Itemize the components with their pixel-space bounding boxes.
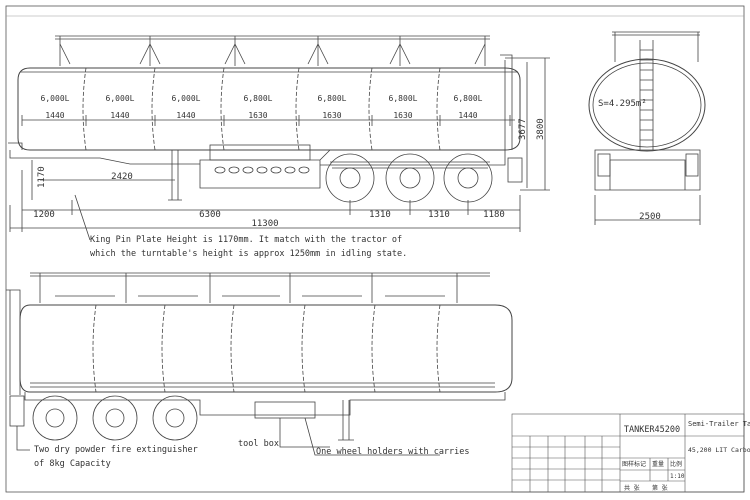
wheelbase-dim: 6300 — [199, 210, 221, 220]
bottom-baffles — [92, 304, 441, 393]
compartment-1-capacity: 6,000L — [41, 94, 70, 103]
height-dim-lines — [505, 57, 550, 191]
bottom-chassis — [24, 392, 506, 416]
compartment-6-length: 1630 — [393, 111, 412, 120]
front-overhang-dim: 1200 — [33, 210, 55, 220]
bottom-tank-body — [19, 304, 513, 393]
extinguisher-leader — [16, 426, 30, 451]
compartment-7-length: 1440 — [458, 111, 477, 120]
bottom-side-view: tool box One wheel holders with carries … — [6, 272, 513, 469]
extinguisher-label-line-2: of 8kg Capacity — [34, 459, 111, 469]
king-pin-note-line-1: King Pin Plate Height is 1170mm. It matc… — [90, 235, 402, 245]
bottom-landing-gear — [338, 400, 354, 441]
title-sheet-number: 第 张 — [652, 484, 668, 492]
tool-box-leader — [279, 418, 330, 448]
rear-light-right — [685, 153, 699, 177]
title-sheets-total: 共 张 — [624, 484, 640, 492]
rear-dim — [594, 195, 701, 225]
compartment-4-capacity: 6,800L — [244, 94, 273, 103]
title-name: Semi-Trailer Tanker — [688, 420, 750, 428]
title-model: TANKER45200 — [624, 425, 680, 435]
axle-spacing-1-dim: 1310 — [369, 210, 391, 220]
compartment-5-length: 1630 — [322, 111, 341, 120]
king-pin-leader — [74, 194, 91, 241]
title-weight-label: 重量 — [652, 460, 664, 468]
rear-tank-inner — [592, 62, 702, 148]
title-drawing-mark: 图样标记 — [622, 460, 646, 468]
cross-section-area: S=4.295m² — [598, 99, 647, 109]
rear-tank-shell — [588, 58, 706, 152]
valve-row — [214, 166, 310, 174]
fire-extinguisher-box — [9, 395, 25, 427]
compartment-dim-line — [21, 115, 515, 126]
king-pin-to-axle-dim: 2420 — [111, 172, 133, 182]
rear-railing — [612, 31, 700, 62]
compartment-1-length: 1440 — [45, 111, 64, 120]
side-railing — [55, 35, 490, 66]
king-pin-height-dim: 1170 — [37, 166, 47, 188]
axle-spacing-2-dim: 1310 — [428, 210, 450, 220]
bottom-front-ladder — [6, 289, 21, 395]
landing-gear — [168, 149, 182, 201]
title-block — [511, 413, 745, 493]
side-wheels — [325, 153, 493, 203]
rear-width-dim: 2500 — [639, 212, 661, 222]
side-baffles — [82, 67, 441, 151]
king-pin-note-line-2: which the turntable's height is approx 1… — [90, 249, 407, 259]
rear-view: S=4.295m² 2500 — [588, 31, 706, 225]
compartment-4-length: 1630 — [248, 111, 267, 120]
sheet-border — [5, 5, 745, 493]
length-dim-lines — [9, 160, 521, 232]
rear-overhang-dim: 1180 — [483, 210, 505, 220]
wheel-holder-label: One wheel holders with carries — [316, 447, 470, 457]
rear-frame — [594, 149, 701, 191]
side-tank-body — [17, 67, 521, 151]
extinguisher-label-line-1: Two dry powder fire extinguisher — [34, 445, 198, 455]
tool-box — [254, 401, 316, 419]
compartment-3-capacity: 6,000L — [172, 94, 201, 103]
compartment-5-capacity: 6,800L — [318, 94, 347, 103]
overall-height-dim: 3800 — [536, 118, 546, 140]
title-scale-value: 1:10 — [670, 473, 685, 480]
bottom-railing — [30, 272, 490, 303]
bottom-wheels — [32, 395, 198, 441]
front-end-ladder — [8, 54, 513, 150]
wheel-holder-leader — [304, 417, 440, 456]
compartment-2-capacity: 6,000L — [106, 94, 135, 103]
tool-box-label: tool box — [238, 439, 279, 449]
rear-ladder — [639, 40, 654, 150]
bottom-pipe — [30, 382, 495, 388]
rear-light-left — [597, 153, 611, 177]
tank-height-dim: 3677 — [518, 118, 528, 140]
compartment-3-length: 1440 — [176, 111, 195, 120]
side-view: 6,000L 6,000L 6,000L 6,800L 6,800L 6,800… — [8, 35, 550, 259]
compartment-2-length: 1440 — [110, 111, 129, 120]
rear-light — [507, 157, 523, 183]
compartment-6-capacity: 6,800L — [389, 94, 418, 103]
title-spec: 45,200 LIT Carbon Steel — [688, 446, 750, 454]
valve-box — [209, 144, 311, 161]
title-scale-label: 比例 — [670, 460, 682, 468]
overall-length-dim: 11300 — [251, 219, 278, 229]
compartment-7-capacity: 6,800L — [454, 94, 483, 103]
